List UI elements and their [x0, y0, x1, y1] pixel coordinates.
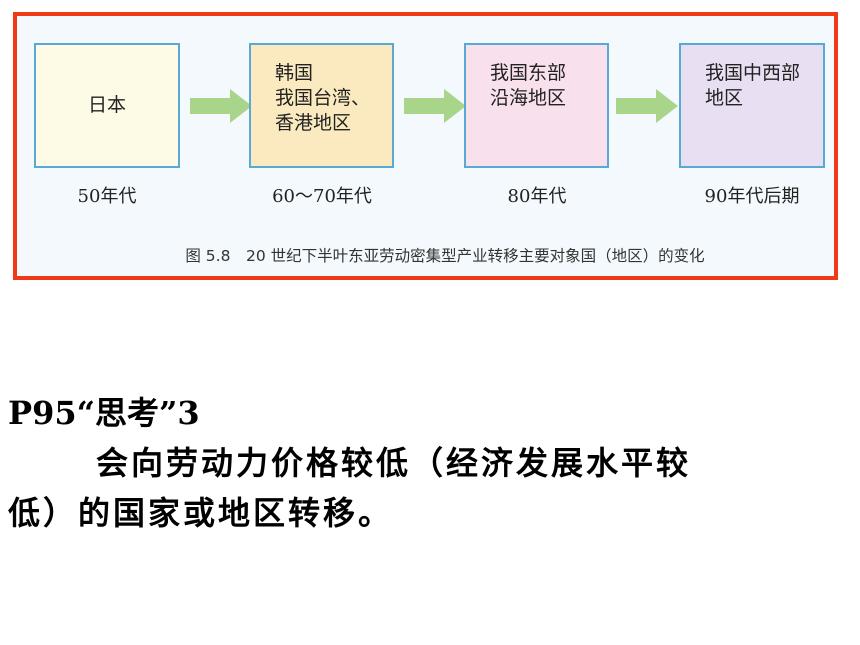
arrow-icon	[404, 89, 466, 123]
slide-answer-text-part: 会向劳动力价格较低（经济发展水平较	[96, 444, 692, 482]
figure-frame: 日本 韩国 我国台湾、 香港地区 我国东部 沿海地区 我国中西部 地区 50年代…	[13, 12, 838, 280]
stage-box-korea-taiwan-hongkong: 韩国 我国台湾、 香港地区	[249, 43, 394, 168]
arrow-icon	[190, 89, 252, 123]
figure-caption: 图 5.8 20 世纪下半叶东亚劳动密集型产业转移主要对象国（地区）的变化	[185, 247, 705, 265]
period-label: 90年代后期	[704, 186, 800, 207]
period-label: 80年代	[507, 186, 567, 207]
stage-text: 我国中西部	[705, 62, 801, 84]
slide-answer-line: 会向劳动力价格较低（经济发展水平较	[8, 438, 848, 488]
period-label: 60～70年代	[272, 186, 372, 207]
stage-text: 沿海地区	[490, 87, 567, 109]
slide-heading: P95“思考”3	[8, 394, 200, 432]
stage-box-central-western: 我国中西部 地区	[679, 43, 825, 168]
stage-text: 我国东部	[490, 62, 567, 84]
period-label: 50年代	[77, 186, 137, 207]
arrow-shape	[616, 89, 678, 123]
slide-answer-text: P95“思考”3 会向劳动力价格较低（经济发展水平较 低）的国家或地区转移。	[8, 388, 848, 538]
stage-box-japan: 日本	[34, 43, 180, 168]
stage-text: 香港地区	[275, 112, 352, 134]
stage-box-eastern-coast: 我国东部 沿海地区	[464, 43, 609, 168]
stage-text: 我国台湾、	[275, 87, 371, 109]
stage-text: 地区	[705, 87, 744, 109]
arrow-shape	[404, 89, 466, 123]
slide-answer-line: 低）的国家或地区转移。	[8, 494, 394, 532]
stage-text: 韩国	[275, 62, 314, 84]
arrow-icon	[616, 89, 678, 123]
stage-text: 日本	[87, 94, 126, 116]
arrow-shape	[190, 89, 252, 123]
